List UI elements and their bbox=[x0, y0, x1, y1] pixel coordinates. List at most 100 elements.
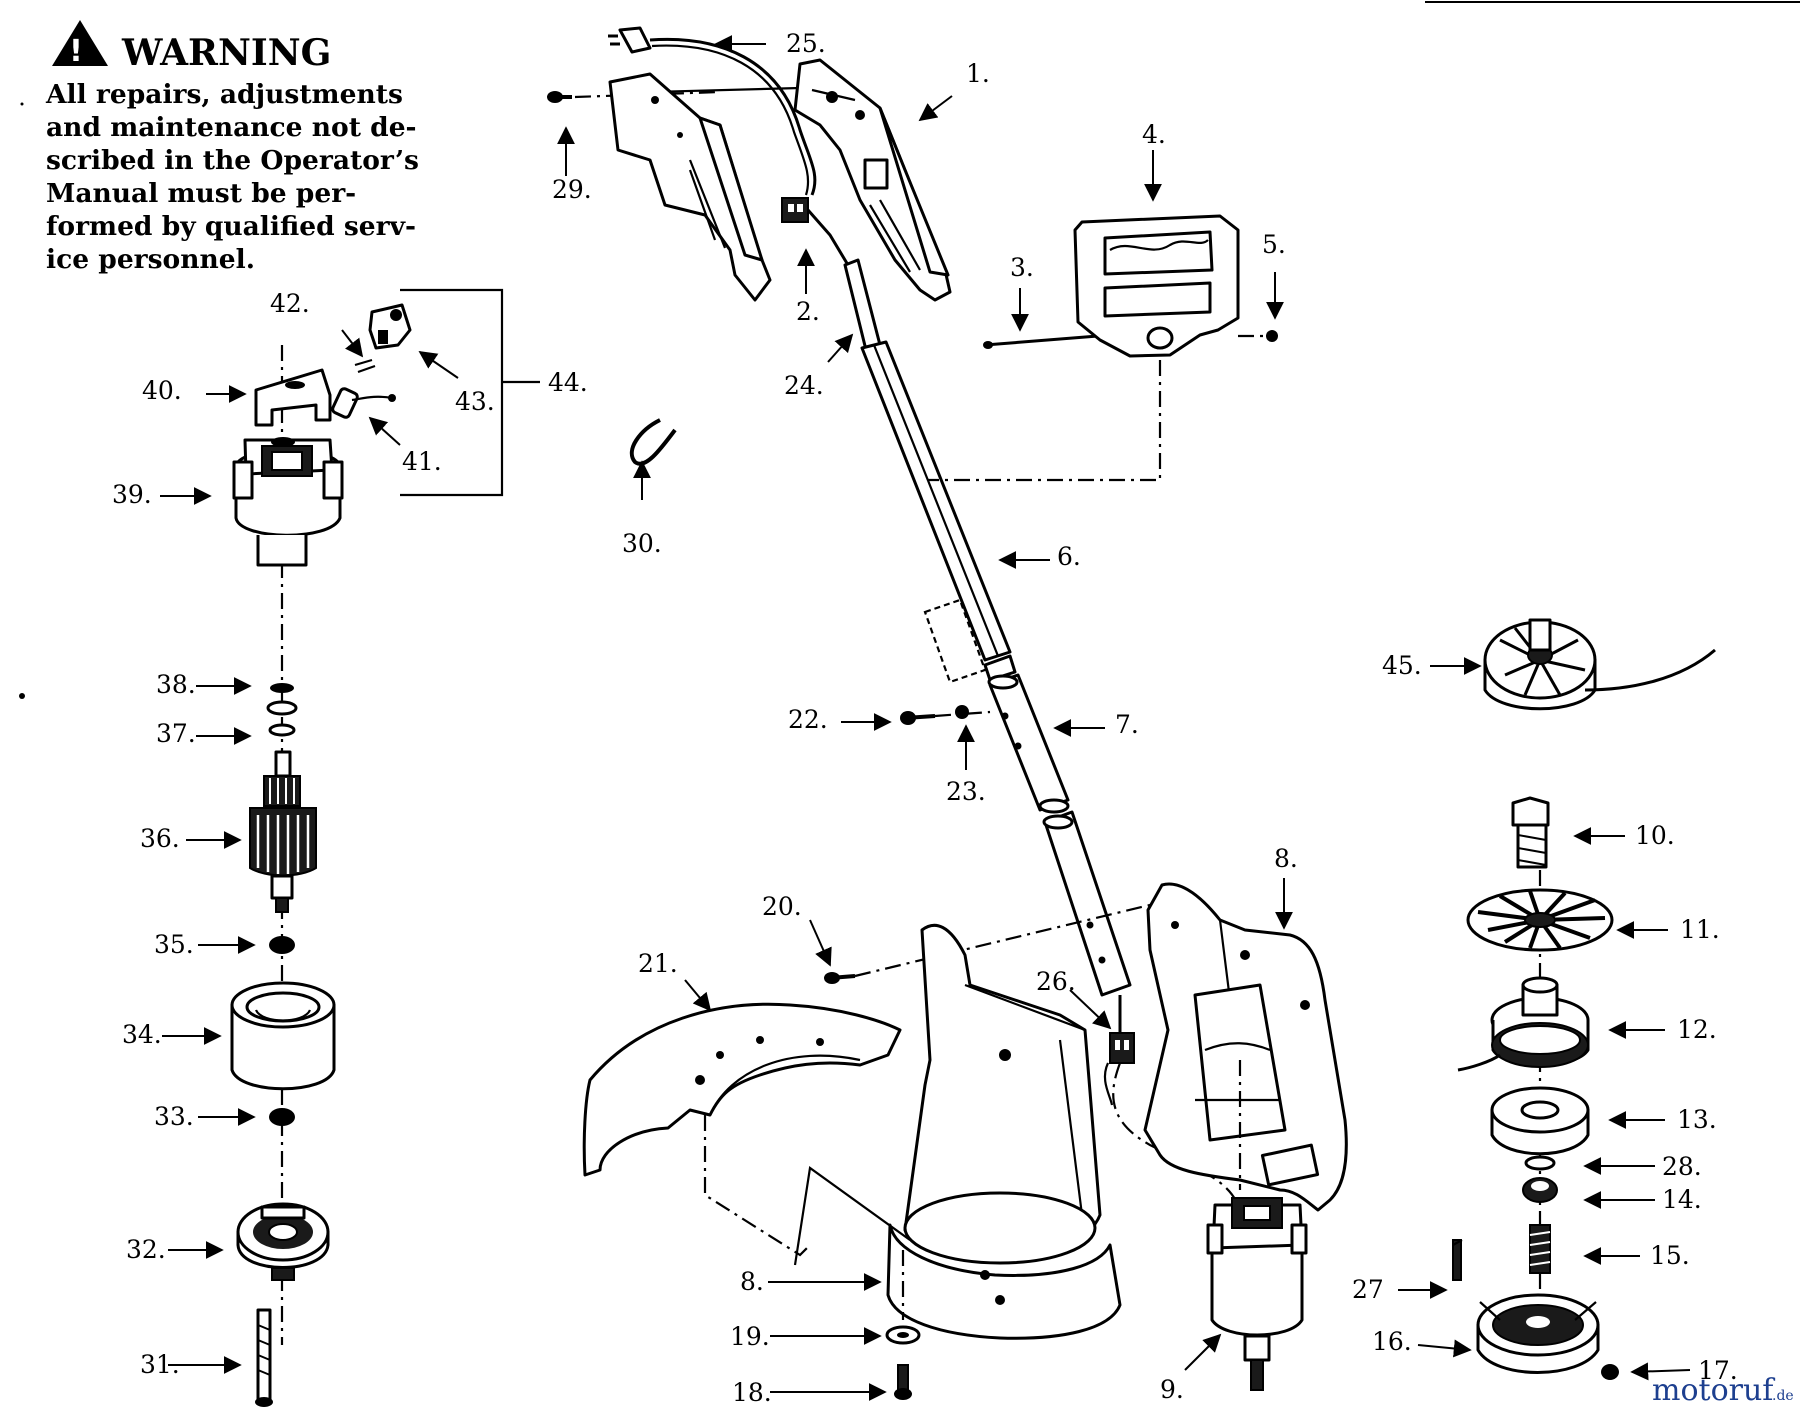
cord bbox=[649, 37, 817, 196]
callout-28: 28. bbox=[1662, 1152, 1702, 1181]
guard-and-housing bbox=[582, 882, 1348, 1400]
callout-21: 21. bbox=[638, 949, 678, 978]
warning-line-6: ice personnel. bbox=[46, 244, 255, 275]
part-13-spool-cover bbox=[1490, 1086, 1590, 1156]
callout-8-left: 8. bbox=[740, 1267, 764, 1296]
callout-6: 6. bbox=[1057, 542, 1081, 571]
part-29-screw bbox=[547, 91, 572, 103]
part-14-nut bbox=[1522, 1177, 1558, 1203]
watermark: motoruf .de bbox=[1652, 1373, 1794, 1408]
exclamation-icon: ! bbox=[69, 34, 83, 69]
callout-26: 26. bbox=[1036, 967, 1076, 996]
part-42-spring bbox=[354, 358, 376, 374]
part-22-screw bbox=[900, 711, 936, 725]
callout-44: 44. bbox=[548, 368, 588, 397]
callout-16: 16. bbox=[1372, 1327, 1412, 1356]
part-31-screw bbox=[255, 1308, 273, 1407]
part-26-connector bbox=[1109, 1032, 1135, 1064]
warning-title: WARNING bbox=[121, 32, 331, 74]
callout-35: 35. bbox=[154, 930, 194, 959]
callout-18: 18. bbox=[732, 1378, 772, 1407]
part-18-screw bbox=[894, 1364, 912, 1400]
part-40-cap bbox=[254, 368, 332, 427]
callout-40: 40. bbox=[142, 376, 182, 405]
part-2-connector bbox=[781, 197, 809, 223]
part-15-spring bbox=[1529, 1224, 1551, 1274]
part-28-washer bbox=[1524, 1155, 1556, 1171]
part-36-armature bbox=[249, 750, 317, 913]
part-38-washer bbox=[270, 683, 294, 693]
callout-19: 19. bbox=[730, 1322, 770, 1351]
part-5-nut bbox=[1266, 330, 1278, 342]
callout-29: 29. bbox=[552, 175, 592, 204]
callout-15: 15. bbox=[1650, 1241, 1690, 1270]
warning-line-1: All repairs, adjustments bbox=[45, 79, 403, 110]
callout-41: 41. bbox=[402, 447, 442, 476]
handle-left-half bbox=[608, 72, 772, 302]
part-3-bolt bbox=[984, 334, 1099, 347]
part-4-aux-handle bbox=[1073, 214, 1240, 358]
callout-10: 10. bbox=[1635, 821, 1675, 850]
part-33-bearing bbox=[269, 1108, 295, 1126]
part-21-guard bbox=[582, 1002, 902, 1177]
part-37-washer bbox=[268, 723, 296, 737]
callout-32: 32. bbox=[126, 1235, 166, 1264]
callout-20: 20. bbox=[762, 892, 802, 921]
callout-31: 31. bbox=[140, 1350, 180, 1379]
spool-assembly bbox=[1452, 618, 1716, 1380]
part-35-bearing bbox=[269, 936, 295, 954]
callout-2: 2. bbox=[796, 297, 820, 326]
warning-line-4: Manual must be per- bbox=[46, 178, 356, 209]
part-24-upper-shaft bbox=[843, 258, 1012, 662]
callout-9: 9. bbox=[1160, 1375, 1184, 1404]
auxiliary-handle bbox=[928, 214, 1278, 482]
part-16-base bbox=[1476, 1293, 1600, 1374]
speck bbox=[19, 693, 25, 699]
callout-24: 24. bbox=[784, 371, 824, 400]
callout-14: 14. bbox=[1662, 1185, 1702, 1214]
part-27-pin bbox=[1452, 1239, 1463, 1281]
callout-8-right: 8. bbox=[1274, 844, 1298, 873]
handle-and-shaft bbox=[547, 26, 1242, 1211]
part-10-bolt bbox=[1511, 796, 1550, 869]
part-32-end-cap bbox=[236, 1202, 330, 1281]
part-8-housing-left bbox=[886, 923, 1122, 1340]
watermark-text: motoruf bbox=[1652, 1373, 1775, 1408]
part-17-knob bbox=[1601, 1364, 1619, 1380]
callout-7: 7. bbox=[1115, 710, 1139, 739]
callout-23: 23. bbox=[946, 777, 986, 806]
assembly-bracket-44 bbox=[400, 288, 504, 497]
callout-5: 5. bbox=[1262, 230, 1286, 259]
callout-3: 3. bbox=[1010, 253, 1034, 282]
warning-line-2: and maintenance not de- bbox=[46, 112, 417, 143]
watermark-suffix: .de bbox=[1772, 1388, 1794, 1404]
part-9-motor bbox=[1206, 1197, 1308, 1391]
callout-33: 33. bbox=[154, 1102, 194, 1131]
part-12-spool bbox=[1457, 976, 1590, 1072]
callout-12: 12. bbox=[1677, 1015, 1717, 1044]
callout-1: 1. bbox=[966, 59, 990, 88]
warning-line-3: scribed in the Operator’s bbox=[46, 145, 419, 176]
part-7-middle-shaft bbox=[983, 654, 1070, 814]
part-8-housing-right bbox=[1143, 882, 1348, 1212]
callout-45: 45. bbox=[1382, 651, 1422, 680]
callout-11: 11. bbox=[1680, 915, 1720, 944]
callout-22: 22. bbox=[788, 705, 828, 734]
motor-assembly bbox=[230, 288, 540, 1407]
part-43-terminal bbox=[368, 303, 412, 350]
callout-39: 39. bbox=[112, 480, 152, 509]
callout-30: 30. bbox=[622, 529, 662, 558]
callout-34: 34. bbox=[122, 1020, 162, 1049]
part-20-screw bbox=[824, 972, 856, 984]
part-38-washer-2 bbox=[266, 700, 298, 716]
part-45-spool-complete bbox=[1483, 618, 1716, 711]
callout-36: 36. bbox=[140, 824, 180, 853]
callout-25: 25. bbox=[786, 29, 826, 58]
callout-38: 38. bbox=[156, 670, 196, 699]
part-25-plug bbox=[608, 26, 652, 54]
callout-13: 13. bbox=[1677, 1105, 1717, 1134]
label-decal bbox=[923, 598, 987, 684]
part-30-clip bbox=[629, 418, 677, 466]
callout-37: 37. bbox=[156, 719, 196, 748]
